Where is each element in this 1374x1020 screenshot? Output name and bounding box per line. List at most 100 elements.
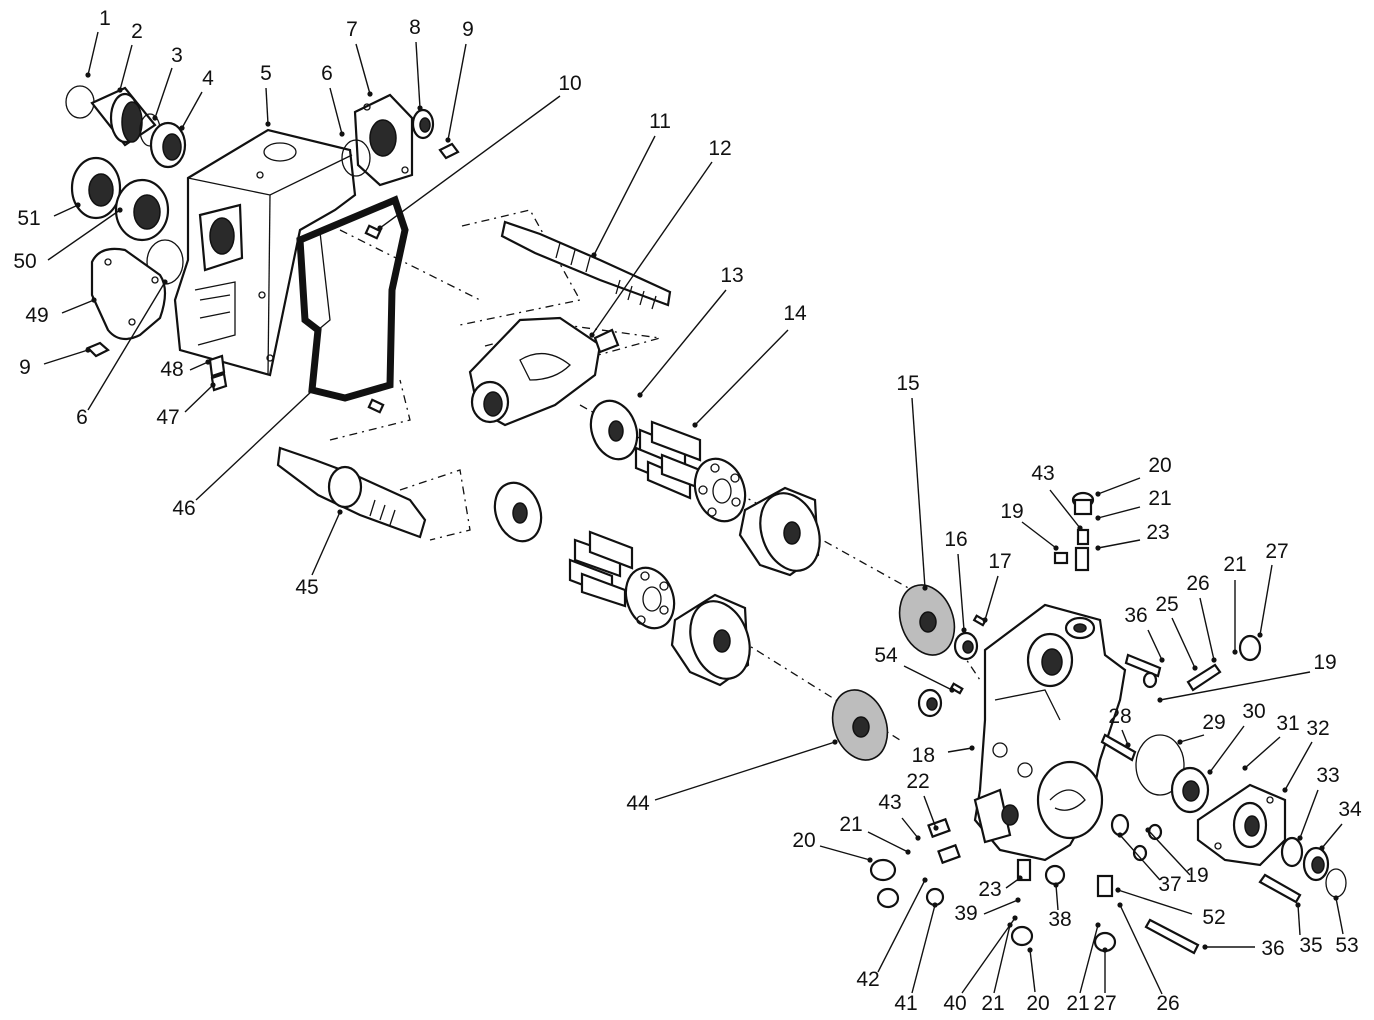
leader-line-6b — [87, 281, 166, 411]
part-label-29: 29 — [1202, 711, 1225, 734]
leader-line-37 — [1119, 834, 1161, 881]
plug-icon — [210, 372, 228, 392]
flange-cover-icon — [353, 93, 414, 187]
bushing-icon — [917, 688, 943, 718]
part-label-20a: 20 — [1148, 454, 1171, 477]
part-label-22: 22 — [906, 770, 929, 793]
leader-dot-3 — [152, 115, 158, 121]
part-label-53: 53 — [1335, 934, 1358, 957]
bolt-icon — [1100, 733, 1137, 762]
part-label-21a: 21 — [1148, 487, 1171, 510]
leader-line-51 — [53, 204, 79, 217]
leader-dot-6b — [162, 279, 168, 285]
part-label-21c: 21 — [839, 813, 862, 836]
part-label-52: 52 — [1202, 906, 1225, 929]
pump-housing-icon — [173, 128, 357, 377]
part-label-7: 7 — [346, 18, 358, 41]
part-label-1: 1 — [99, 7, 111, 30]
pin-icon — [364, 224, 382, 240]
leader-line-2 — [119, 44, 133, 91]
o-ring-icon — [1135, 734, 1185, 796]
leader-line-15 — [911, 397, 926, 589]
bolt-icon — [1144, 918, 1200, 955]
leader-line-9b — [43, 349, 89, 365]
leader-line-31 — [1244, 736, 1281, 769]
part-label-51: 51 — [17, 207, 40, 230]
leader-dot-18 — [969, 745, 975, 751]
leader-dot-12 — [589, 332, 595, 338]
part-label-43a: 43 — [1031, 462, 1054, 485]
part-label-19a: 19 — [1000, 500, 1023, 523]
leader-line-18 — [947, 747, 973, 753]
part-label-40: 40 — [943, 992, 966, 1015]
leader-line-5 — [265, 87, 269, 125]
leader-dot-49 — [91, 297, 97, 303]
part-label-25: 25 — [1155, 593, 1178, 616]
leader-line-45 — [311, 511, 341, 576]
leader-line-42 — [877, 879, 926, 973]
leader-dot-22 — [933, 825, 939, 831]
part-label-3: 3 — [171, 44, 183, 67]
part-label-39: 39 — [954, 902, 977, 925]
cylinder-block-icon — [670, 593, 751, 687]
parts-drawing — [65, 85, 1347, 955]
bolt-icon — [1258, 873, 1302, 904]
bolt-icon — [1124, 653, 1162, 678]
snap-ring-icon — [1325, 868, 1347, 898]
leader-line-41 — [911, 904, 936, 994]
part-label-36b: 36 — [1261, 937, 1284, 960]
part-label-31: 31 — [1276, 712, 1299, 735]
leader-line-20b — [819, 845, 871, 861]
leader-dot-14 — [692, 422, 698, 428]
leader-dot-19b — [1157, 697, 1163, 703]
leader-line-43b — [901, 817, 919, 839]
leader-line-32 — [1284, 741, 1313, 791]
leader-line-6a — [329, 87, 343, 135]
part-label-18: 18 — [912, 744, 935, 767]
valve-spool-icon — [1016, 858, 1032, 882]
leader-line-44 — [654, 741, 836, 801]
part-label-37: 37 — [1158, 873, 1181, 896]
leader-line-17 — [984, 575, 999, 621]
plug-icon — [1132, 844, 1148, 862]
leader-line-54 — [903, 665, 953, 691]
bolt-icon — [438, 142, 460, 160]
leader-line-36a — [1147, 629, 1163, 661]
leader-line-49 — [61, 299, 95, 314]
leader-dot-27b — [1102, 947, 1108, 953]
leader-dot-38 — [1053, 882, 1059, 888]
part-label-42: 42 — [856, 968, 879, 991]
part-label-27a: 27 — [1265, 540, 1288, 563]
leader-line-20c — [1029, 949, 1036, 993]
cover-plate-icon — [90, 247, 167, 341]
leader-dot-45 — [337, 509, 343, 515]
leader-lines — [43, 31, 1344, 995]
leader-line-50 — [47, 209, 121, 261]
leader-dot-23a — [1095, 545, 1101, 551]
part-label-17: 17 — [988, 550, 1011, 573]
leader-line-22 — [923, 795, 937, 829]
part-label-38: 38 — [1048, 908, 1071, 931]
leader-dot-25 — [1192, 665, 1198, 671]
leader-dot-41 — [932, 902, 938, 908]
end-cap-housing-icon — [973, 603, 1127, 862]
leader-line-20a — [1097, 477, 1141, 495]
part-label-20c: 20 — [1026, 992, 1049, 1015]
leader-dot-19a — [1053, 545, 1059, 551]
leader-dot-50 — [117, 207, 123, 213]
leader-dot-19c — [1145, 827, 1151, 833]
part-label-30: 30 — [1242, 700, 1265, 723]
part-label-12: 12 — [708, 137, 731, 160]
bolt-icon — [86, 341, 110, 358]
piston-set-icon — [568, 530, 634, 608]
leader-dot-28 — [1125, 742, 1131, 748]
thrust-plate-icon — [493, 481, 543, 543]
valve-plate-icon — [898, 584, 956, 656]
leader-line-35 — [1297, 904, 1301, 936]
leader-line-53 — [1335, 897, 1344, 935]
leader-line-1 — [87, 31, 99, 76]
part-label-10: 10 — [558, 72, 581, 95]
seal-icon — [1280, 836, 1330, 882]
